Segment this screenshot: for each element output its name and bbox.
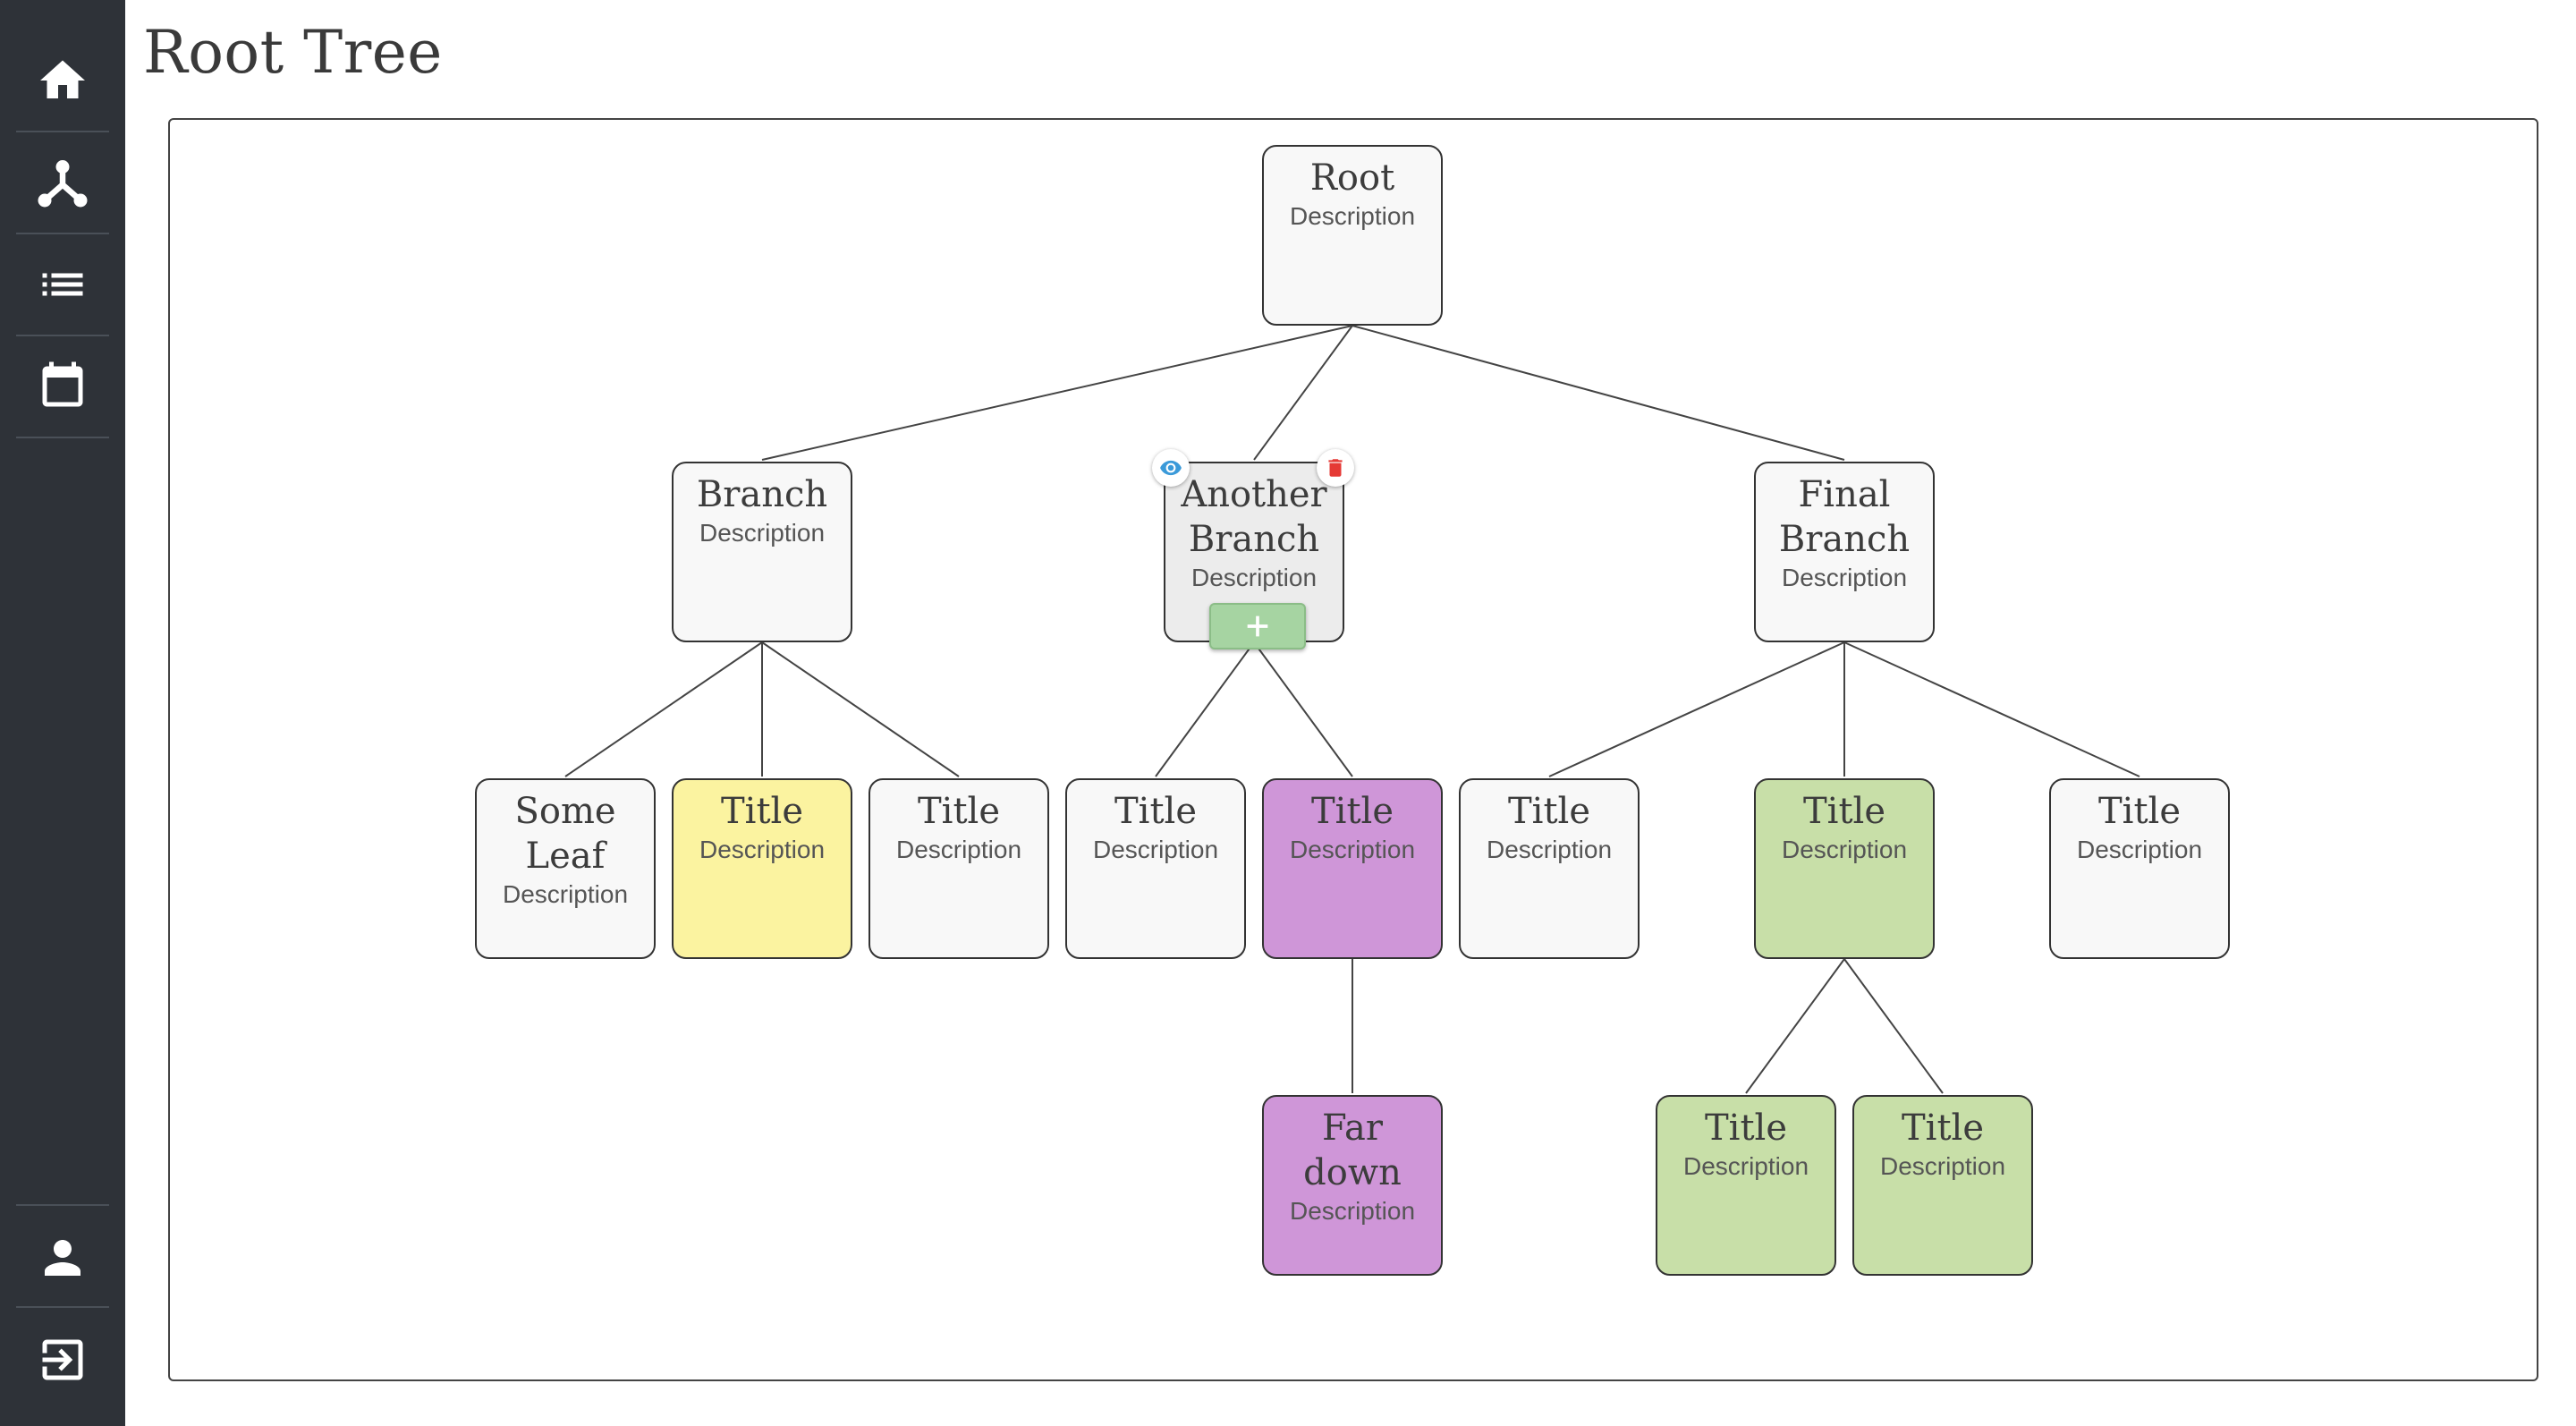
node-description: Description	[1682, 1152, 1809, 1180]
node-description: Description	[699, 836, 826, 863]
node-description: Description	[1289, 836, 1416, 863]
home-icon	[40, 60, 85, 98]
plus-icon	[1247, 615, 1268, 637]
node-title: Title	[2097, 791, 2181, 832]
node-title: Title	[1901, 1108, 1984, 1149]
nav-divider	[16, 1204, 109, 1206]
node-description: Description	[1289, 202, 1416, 230]
tree-node-leaf[interactable]: Some Leaf Description	[475, 778, 656, 959]
tree-node-leaf[interactable]: Title Description	[1656, 1095, 1836, 1276]
node-title: Branch	[696, 474, 828, 515]
node-description: Description	[2076, 836, 2203, 863]
nav-divider	[16, 1306, 109, 1308]
sidebar	[0, 0, 125, 1426]
nav-list[interactable]	[16, 234, 109, 335]
nav-divider	[16, 335, 109, 336]
tree-icon	[38, 160, 88, 208]
tree-node-leaf[interactable]: Title Description	[1065, 778, 1246, 959]
tree-node-leaf[interactable]: Title Description	[672, 778, 852, 959]
node-title: Title	[1114, 791, 1197, 832]
node-description: Description	[1191, 564, 1318, 591]
tree-node-leaf[interactable]: Title Description	[869, 778, 1049, 959]
node-description: Description	[1879, 1152, 2006, 1180]
tree-node-final-branch[interactable]: Final Branch Description	[1754, 462, 1935, 642]
node-title: Some Leaf	[514, 791, 616, 877]
tree-node-leaf[interactable]: Title Description	[1852, 1095, 2033, 1276]
eye-icon	[1160, 460, 1182, 476]
tree-node-leaf[interactable]: Title Description	[1754, 778, 1935, 959]
node-title: Title	[917, 791, 1000, 832]
node-title: Title	[1310, 791, 1394, 832]
page-title: Root Tree	[143, 18, 443, 87]
nav-home[interactable]	[16, 30, 109, 131]
node-description: Description	[895, 836, 1022, 863]
node-description: Description	[502, 880, 629, 908]
node-title: Title	[720, 791, 803, 832]
node-title: Title	[1507, 791, 1590, 832]
tree-canvas	[168, 118, 2538, 1381]
node-title: Title	[1704, 1108, 1787, 1149]
nav-divider	[16, 131, 109, 132]
node-description: Description	[1781, 836, 1908, 863]
nav-calendar[interactable]	[16, 336, 109, 437]
calendar-icon	[42, 361, 83, 407]
nav-profile[interactable]	[16, 1208, 109, 1308]
node-title: Another Branch	[1181, 474, 1327, 560]
tree-node-far-down[interactable]: Far down Description	[1262, 1095, 1443, 1276]
node-description: Description	[1092, 836, 1219, 863]
nav-logout[interactable]	[16, 1310, 109, 1410]
logout-icon	[42, 1339, 83, 1380]
list-icon	[42, 273, 83, 296]
node-description: Description	[1289, 1197, 1416, 1225]
trash-icon	[1328, 459, 1343, 477]
node-description: Description	[1486, 836, 1613, 863]
nav-tree[interactable]	[16, 132, 109, 233]
node-description: Description	[1781, 564, 1908, 591]
user-icon	[45, 1240, 80, 1276]
nav-divider	[16, 233, 109, 234]
node-title: Final Branch	[1778, 474, 1911, 560]
view-node-button[interactable]	[1152, 449, 1190, 487]
add-child-button[interactable]	[1209, 603, 1306, 649]
tree-node-root[interactable]: Root Description	[1262, 145, 1443, 326]
node-description: Description	[699, 519, 826, 547]
delete-node-button[interactable]	[1317, 449, 1354, 487]
tree-node-leaf[interactable]: Title Description	[1459, 778, 1640, 959]
node-title: Far down	[1303, 1108, 1402, 1193]
tree-node-leaf[interactable]: Title Description	[2049, 778, 2230, 959]
node-title: Title	[1802, 791, 1885, 832]
nav-divider	[16, 437, 109, 438]
node-title: Root	[1309, 157, 1395, 199]
tree-node-leaf[interactable]: Title Description	[1262, 778, 1443, 959]
tree-node-branch[interactable]: Branch Description	[672, 462, 852, 642]
